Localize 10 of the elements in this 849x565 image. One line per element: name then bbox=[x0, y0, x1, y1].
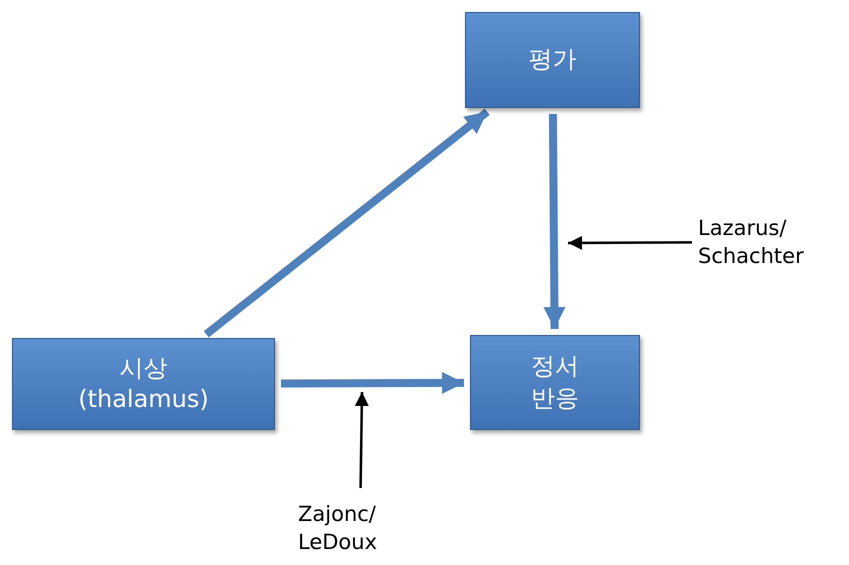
process-box: 시상 (thalamus) bbox=[12, 338, 275, 430]
leader-arrow bbox=[568, 236, 692, 250]
process-box: 정서 반응 bbox=[470, 335, 640, 430]
arrow bbox=[204, 108, 490, 338]
annotation-text: Zajonc/ LeDoux bbox=[298, 494, 422, 562]
leader-arrow bbox=[354, 392, 369, 488]
annotation-text: Lazarus/ Schachter bbox=[698, 208, 846, 276]
arrow bbox=[280, 372, 464, 394]
process-box: 평가 bbox=[465, 12, 640, 108]
arrow bbox=[543, 114, 566, 330]
